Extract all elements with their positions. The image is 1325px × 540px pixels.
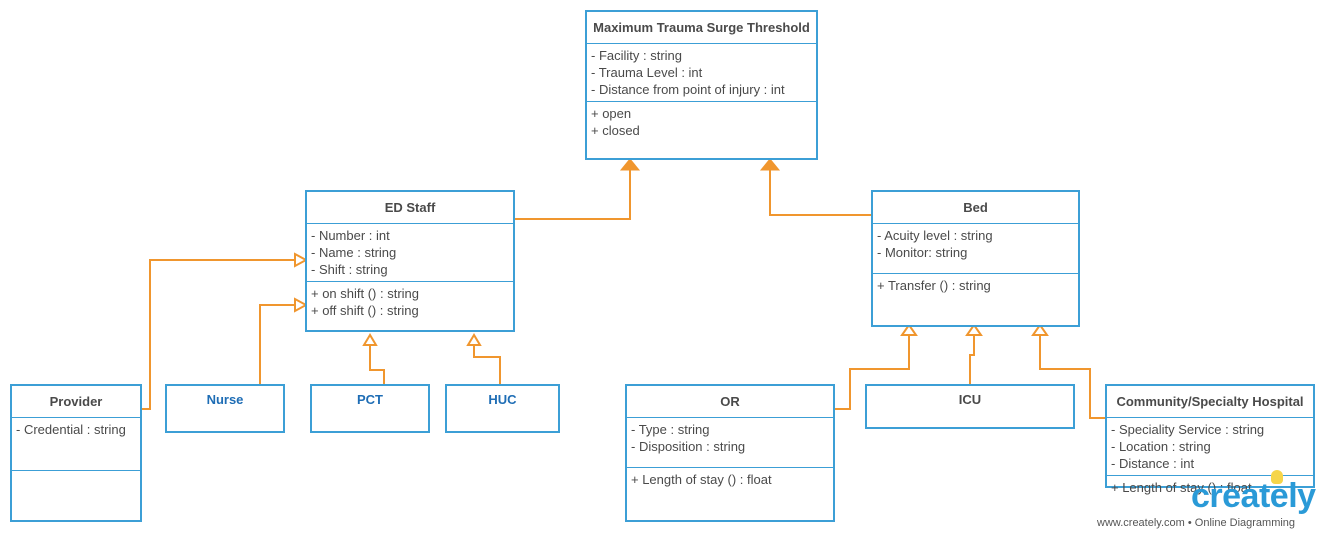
attribute: - Distance from point of injury : int [591,82,785,97]
methods-section: + Length of stay () : float [627,468,833,488]
generalization-arrow-or [900,323,918,336]
connector-pct-edstaff [369,346,385,384]
attributes-section: - Number : int - Name : string - Shift :… [307,224,513,282]
class-bed[interactable]: Bed - Acuity level : string - Monitor: s… [871,190,1080,327]
attribute: - Name : string [311,245,397,260]
connector-community-bed [1039,335,1105,419]
attribute: - Location : string [1111,439,1211,454]
class-pct[interactable]: PCT [310,384,430,433]
inheritance-arrow-threshold-left [619,158,641,171]
attributes-section: - Facility : string - Trauma Level : int… [587,44,816,102]
method: + closed [591,123,640,138]
class-title: Community/Specialty Hospital [1107,386,1313,418]
attribute: - Number : int [311,228,390,243]
attribute: - Facility : string [591,48,683,63]
attribute: - Disposition : string [631,439,746,454]
attribute: - Acuity level : string [877,228,993,243]
watermark-footer: www.creately.com • Online Diagramming [1097,517,1296,529]
generalization-arrow-provider [294,252,309,268]
method: + on shift () : string [311,286,420,301]
class-title: Maximum Trauma Surge Threshold [587,12,816,44]
attribute: - Type : string [631,422,710,437]
attribute: - Trauma Level : int [591,65,703,80]
attributes-section: - Credential : string [12,418,140,471]
class-provider[interactable]: Provider - Credential : string [10,384,142,522]
creately-logo: creately [1191,477,1316,515]
connector-nurse-edstaff [259,304,296,384]
connector-edstaff-threshold [515,170,631,220]
generalization-arrow-community [1031,323,1049,336]
class-huc[interactable]: HUC [445,384,560,433]
class-nurse[interactable]: Nurse [165,384,285,433]
methods-section: + Transfer () : string [873,274,1078,294]
attribute: - Monitor: string [877,245,968,260]
method: + off shift () : string [311,303,419,318]
methods-section: + on shift () : string + off shift () : … [307,282,513,319]
method: + Transfer () : string [877,278,991,293]
generalization-arrow-huc [466,333,482,346]
attribute: - Distance : int [1111,456,1195,471]
class-title: Nurse [206,392,244,407]
class-title: OR [627,386,833,418]
attribute: - Credential : string [16,422,126,437]
method: + Length of stay () : float [1111,480,1252,495]
lightbulb-icon [1271,470,1283,484]
class-title: ICU [958,392,982,407]
methods-section: + Length of stay () : float [1107,476,1313,496]
class-title: HUC [488,392,517,407]
generalization-arrow-nurse [294,297,309,313]
method: + open [591,106,632,121]
class-ed-staff[interactable]: ED Staff - Number : int - Name : string … [305,190,515,332]
attributes-section: - Type : string - Disposition : string [627,418,833,468]
connector-or-bed [834,335,910,410]
class-title: PCT [357,392,383,407]
methods-section: + open + closed [587,102,816,139]
attributes-section: - Acuity level : string - Monitor: strin… [873,224,1078,274]
class-title: Provider [12,386,140,418]
class-community-specialty-hospital[interactable]: Community/Specialty Hospital - Specialit… [1105,384,1315,495]
class-title: Bed [873,192,1078,224]
generalization-arrow-icu [965,323,983,336]
connector-bed-threshold [769,170,871,216]
attribute: - Speciality Service : string [1111,422,1265,437]
attribute: - Shift : string [311,262,388,277]
generalization-arrow-pct [362,333,378,346]
class-threshold[interactable]: Maximum Trauma Surge Threshold - Facilit… [585,10,818,160]
attributes-section: - Speciality Service : string - Location… [1107,418,1313,476]
methods-section [12,471,140,474]
class-or[interactable]: OR - Type : string - Disposition : strin… [625,384,835,522]
connector-icu-bed [969,335,975,384]
class-icu[interactable]: ICU [865,384,1075,429]
connector-huc-edstaff [473,346,501,384]
connector-provider-edstaff [141,259,296,410]
inheritance-arrow-threshold-right [759,158,781,171]
method: + Length of stay () : float [631,472,772,487]
class-title: ED Staff [307,192,513,224]
